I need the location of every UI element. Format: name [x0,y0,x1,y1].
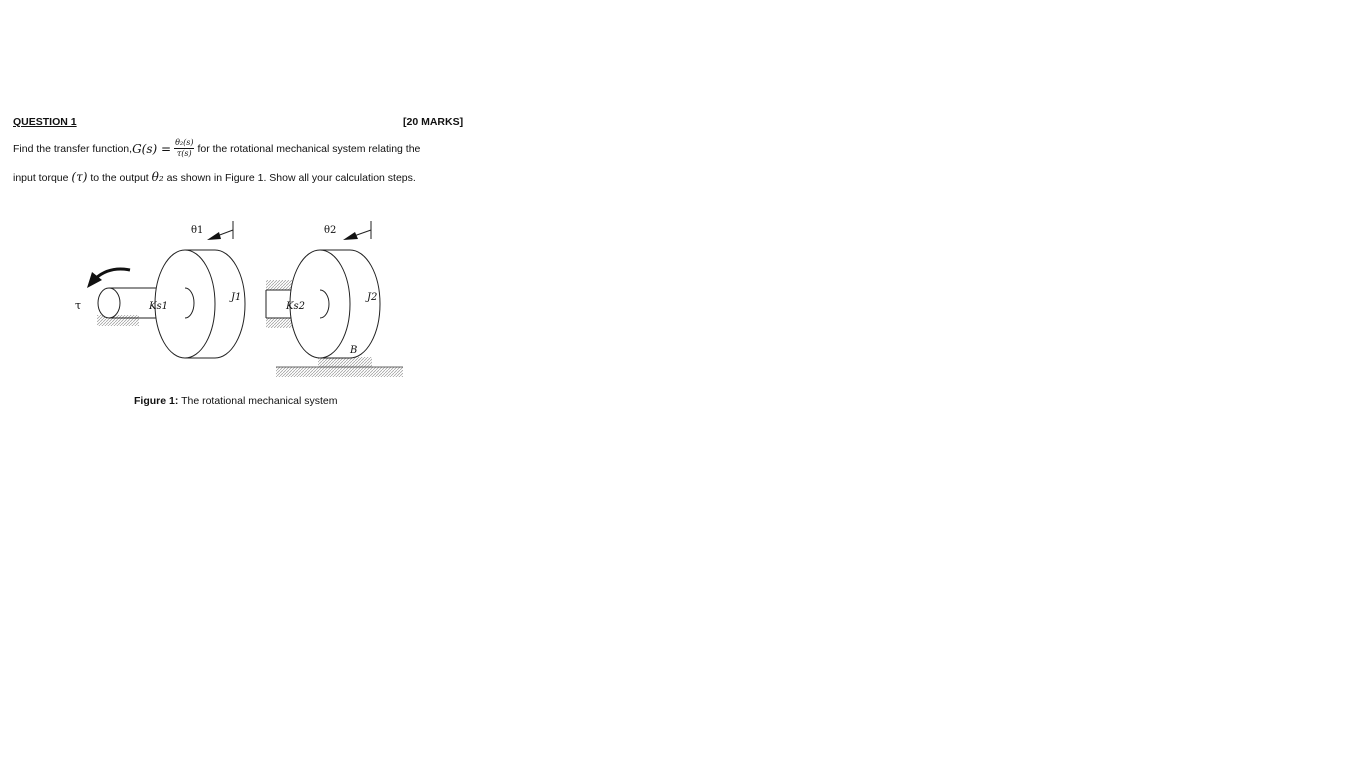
tau-symbol: (τ) [71,170,88,184]
left-shaft-end [97,287,121,319]
disk-j2-face [289,249,351,359]
tf-denominator: τ(s) [176,149,192,158]
theta1-arrowhead [207,232,221,240]
disk-j1-face [154,249,216,359]
transfer-function-lhs: G(s) = [132,141,172,156]
caption-label: Figure 1: [134,395,179,407]
disk-j1-hub [184,287,195,319]
transfer-function-fraction: θ₂(s) τ(s) [174,138,195,158]
torque-arrowhead [87,272,102,288]
text-prefix: Find the transfer function, [13,142,133,155]
damper-b-hatch [318,357,372,367]
rotational-system-diagram: τ θ1 θ2 Ks1 Ks2 J1 J2 B [75,221,403,377]
theta1-label: θ1 [191,225,203,236]
question-marks: [20 MARKS] [403,116,464,128]
theta2-label: θ2 [324,225,336,236]
theta2-line [353,229,372,237]
theta2-arrowhead [343,232,358,240]
question-heading: QUESTION 1 [13,116,77,128]
torque-arrow-curve [95,267,131,280]
tf-numerator: θ₂(s) [174,138,195,149]
figure-1: τ θ1 θ2 Ks1 Ks2 J1 J2 B [70,214,415,382]
middle-bearing-top-hatch [266,280,306,290]
disk-j2-back-arc [349,249,381,359]
j1-label: J1 [229,292,241,303]
ground-hatch [276,367,403,377]
b-label: B [349,345,357,356]
text-part-b: to the output [87,172,152,184]
question-text-line-1: Find the transfer function, G(s) = θ₂(s)… [13,139,420,158]
j2-label: J2 [365,292,377,303]
torque-label: τ [75,299,81,312]
theta2-symbol: θ₂ [151,170,164,184]
left-bearing-hatch [97,315,139,326]
caption-text: The rotational mechanical system [178,395,338,407]
middle-bearing-bottom-hatch [266,318,306,328]
question-text-line-2: input torque (τ) to the output θ₂ as sho… [13,170,416,184]
ks2-label: Ks2 [285,301,305,312]
ks1-label: Ks1 [148,301,168,312]
disk-j1-back-arc [214,249,246,359]
text-part-a: input torque [13,172,72,184]
disk-j2-hub [319,289,330,319]
text-part-c: as shown in Figure 1. Show all your calc… [163,172,416,184]
figure-caption: Figure 1: The rotational mechanical syst… [134,395,337,407]
text-suffix: for the rotational mechanical system rel… [197,142,421,155]
